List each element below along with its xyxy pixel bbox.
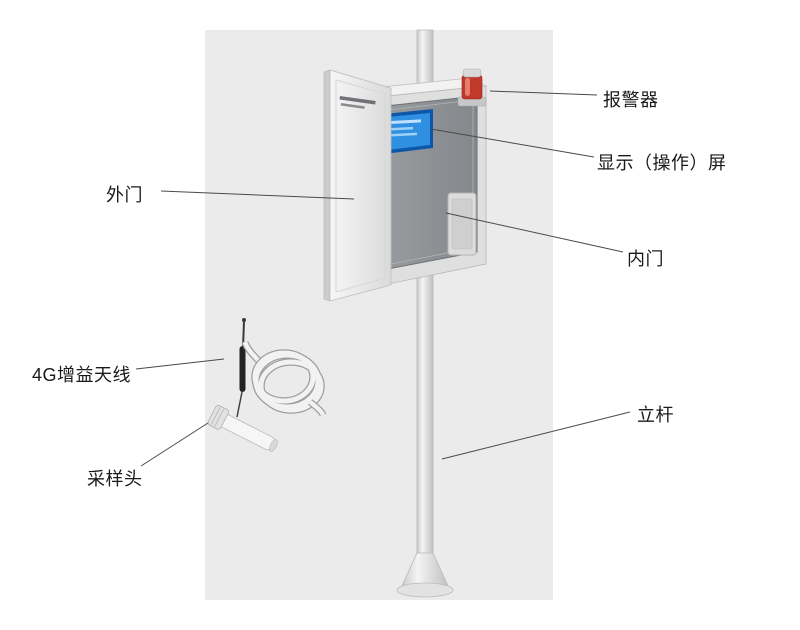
leader-line-sampling-head — [140, 422, 209, 467]
leader-line-alarm — [489, 90, 598, 96]
alarm-beacon-graphic — [457, 68, 487, 107]
leader-line-pole — [441, 411, 631, 460]
label-antenna-4g: 4G增益天线 — [32, 365, 132, 385]
leader-line-screen — [430, 128, 595, 158]
leader-line-antenna — [135, 358, 225, 370]
sampling-head-graphic — [207, 405, 278, 452]
side-module — [447, 192, 477, 256]
leader-line-outer-door — [160, 190, 355, 200]
display-screen-graphic — [384, 109, 433, 154]
label-pole: 立杆 — [637, 405, 674, 425]
outer-door-graphic — [323, 69, 392, 302]
pole-base — [396, 582, 454, 598]
antenna-cable-coil — [241, 340, 327, 417]
label-display-screen: 显示（操作）屏 — [597, 153, 727, 173]
label-inner-door: 内门 — [627, 249, 664, 269]
leader-line-inner-door — [445, 212, 624, 253]
label-outer-door: 外门 — [106, 185, 143, 205]
leader-lines — [135, 90, 631, 467]
label-alarm: 报警器 — [603, 90, 659, 110]
door-print-mark — [339, 95, 376, 109]
label-sampling-head: 采样头 — [87, 469, 143, 489]
